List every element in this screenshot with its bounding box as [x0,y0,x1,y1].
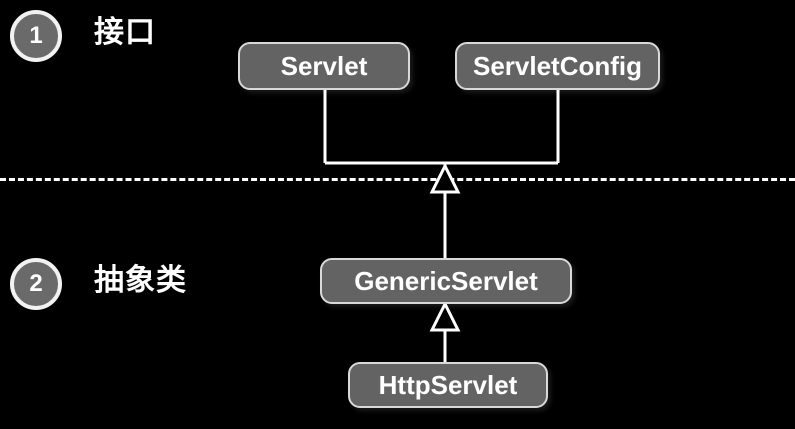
class-node-servlet[interactable]: Servlet [238,42,410,90]
section-label-interface: 接口 [94,16,156,49]
class-node-genericservlet[interactable]: GenericServlet [320,258,572,304]
section-divider [0,178,795,181]
class-node-httpservlet[interactable]: HttpServlet [348,362,548,408]
edge-genericservlet-to-interfaces [323,90,560,258]
section-badge-2: 2 [10,258,62,310]
class-node-servletconfig[interactable]: ServletConfig [455,42,660,90]
section-label-abstract-class: 抽象类 [94,264,187,297]
arrowhead-extends-genericservlet [429,300,461,332]
section-badge-1: 1 [10,10,62,62]
